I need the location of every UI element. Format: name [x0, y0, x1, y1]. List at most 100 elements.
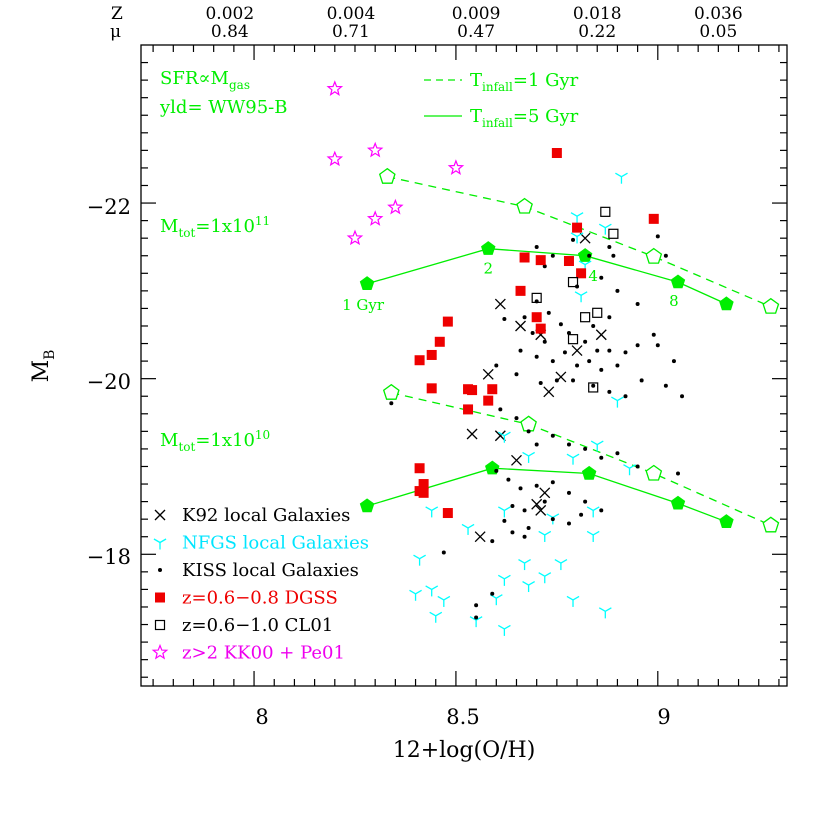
data-point-dot: [530, 331, 535, 336]
model-point-open: [516, 197, 533, 214]
x-tick-label: 9: [657, 705, 670, 729]
data-point-star: [387, 198, 404, 215]
legend-label: K92 local Galaxies: [182, 505, 350, 526]
plot-frame: [140, 44, 788, 687]
data-point-cross: [543, 386, 555, 398]
data-point-filled-square: [531, 312, 542, 323]
model-point-open: [382, 383, 400, 400]
data-point-dot: [546, 310, 551, 315]
data-point-tripod: [598, 607, 612, 619]
model-point-filled: [670, 495, 686, 510]
top-axis-z-value: 0.009: [452, 4, 501, 24]
data-point-tripod: [497, 574, 511, 586]
data-point-dot: [558, 322, 563, 327]
top-axis-z-value: 0.004: [327, 4, 376, 24]
data-point-dot: [591, 323, 596, 328]
data-point-filled-square: [563, 256, 574, 267]
data-point-cross: [494, 298, 506, 310]
data-point-cross: [494, 430, 506, 442]
data-point-cross: [466, 428, 478, 440]
y-axis-title-main: M: [29, 360, 54, 383]
top-axis-z-value: 0.018: [573, 4, 622, 24]
top-axis-mu-value: 0.05: [699, 22, 737, 42]
data-point-dot: [389, 401, 394, 406]
data-point-tripod: [409, 589, 422, 601]
top-axis-z-label: Z: [111, 4, 123, 24]
data-point-filled-square: [426, 349, 437, 360]
x-tick-label: 8.5: [446, 705, 479, 729]
data-point-tripod: [497, 431, 511, 443]
data-point-star: [326, 80, 344, 96]
data-point-dot: [575, 363, 580, 368]
legend-marker-cross: [154, 509, 166, 521]
sfr-annotation: SFR∝Mgas: [160, 68, 250, 92]
age-label: 8: [669, 292, 679, 310]
data-point-dot: [550, 517, 555, 522]
data-point-tripod: [437, 595, 451, 607]
data-point-dot: [607, 389, 612, 394]
model-point-open: [762, 516, 780, 533]
data-point-dot: [607, 348, 612, 353]
data-point-dot: [490, 539, 495, 544]
data-point-dot: [522, 315, 527, 320]
data-point-cross: [579, 232, 591, 244]
data-point-dot: [534, 244, 539, 249]
top-axis-values: 0.0020.840.0040.710.0090.470.0180.220.03…: [205, 4, 742, 42]
data-point-dot: [663, 253, 668, 258]
data-point-open-square: [608, 228, 619, 239]
data-point-filled-square: [418, 487, 429, 498]
data-point-dot: [550, 480, 555, 485]
legend-label: z=0.6−0.8 DGSS: [182, 588, 338, 609]
data-point-filled-square: [487, 384, 498, 395]
data-point-dot: [518, 348, 523, 353]
data-point-dot: [441, 550, 446, 555]
data-point-dot: [550, 433, 555, 438]
mtot-1e11-annotation: Mtot=1x1011: [160, 214, 270, 240]
data-point-star: [447, 159, 465, 175]
data-points: [326, 80, 685, 636]
data-point-dot: [510, 503, 515, 508]
model-point-filled: [359, 276, 375, 290]
data-point-open-square: [588, 382, 599, 393]
data-point-dot: [635, 343, 640, 348]
model-point-open: [645, 464, 663, 481]
data-point-dot: [671, 359, 676, 364]
data-point-open-square: [567, 276, 579, 288]
top-axis-mu-value: 0.47: [457, 22, 495, 42]
infall-5gyr-legend-label: Tinfall=5 Gyr: [470, 106, 579, 130]
data-point-open-square: [600, 206, 611, 217]
data-point-dot: [615, 288, 620, 293]
legend-label: KISS local Galaxies: [182, 560, 359, 581]
data-point-tripod: [570, 232, 584, 244]
legend-marker-tripod: [153, 538, 167, 550]
data-point-dot: [655, 234, 660, 239]
data-point-tripod: [522, 580, 535, 593]
data-point-filled-square: [434, 336, 445, 347]
data-point-dot: [587, 359, 592, 364]
model-point-filled: [359, 498, 375, 513]
data-point-cross: [515, 320, 526, 332]
data-point-dot: [534, 483, 539, 488]
data-point-dot: [663, 383, 668, 388]
data-point-tripod: [570, 212, 584, 224]
x-axis-title: 12+log(O/H): [393, 738, 536, 763]
data-point-tripod: [598, 223, 612, 235]
data-point-open-square: [531, 292, 542, 303]
data-point-dot: [502, 518, 507, 523]
data-point-filled-square: [535, 255, 546, 266]
data-point-tripod: [586, 506, 600, 518]
age-label: 1 Gyr: [342, 296, 385, 314]
data-point-dot: [571, 237, 576, 242]
data-point-cross: [511, 454, 522, 466]
data-point-dot: [611, 253, 616, 258]
model-point-open: [378, 167, 396, 184]
top-axis-mu-value: 0.84: [211, 22, 249, 42]
data-point-dot: [583, 499, 588, 504]
data-point-dot: [591, 383, 596, 388]
data-point-tripod: [497, 624, 511, 636]
data-point-dot: [498, 407, 503, 412]
data-point-dot: [534, 354, 539, 359]
data-point-star: [346, 229, 364, 246]
data-point-dot: [566, 490, 571, 495]
